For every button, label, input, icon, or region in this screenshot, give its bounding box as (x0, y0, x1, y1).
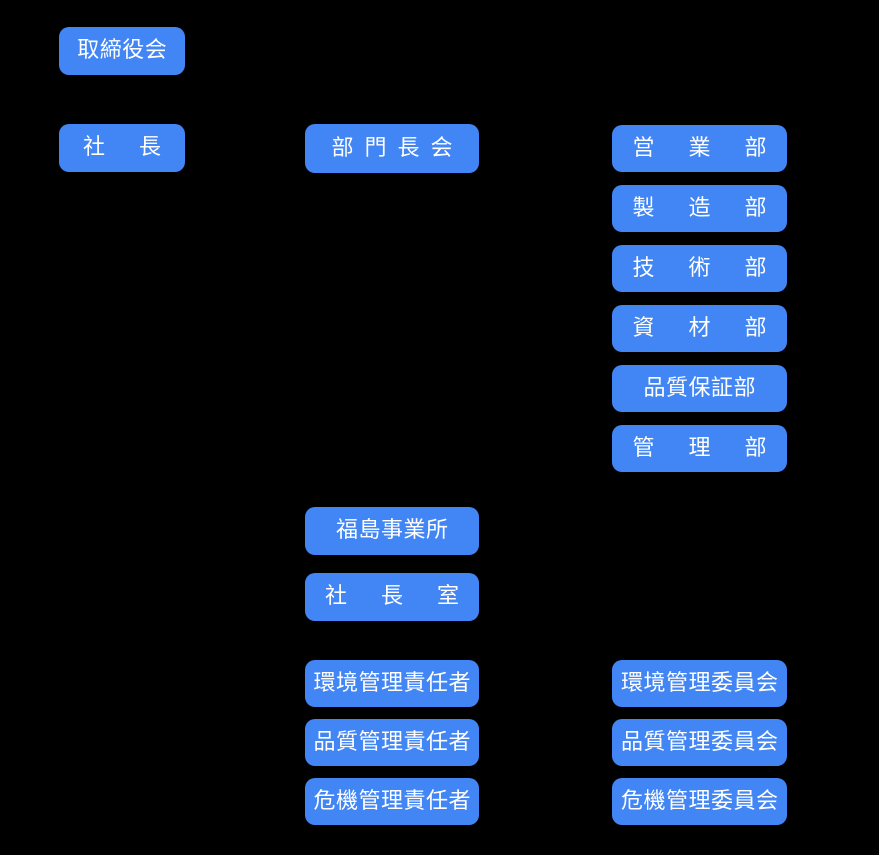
org-node-sales-department[interactable]: 営 業 部 (612, 125, 787, 172)
org-node-label: 管 理 部 (632, 435, 773, 461)
org-node-board-of-directors[interactable]: 取締役会 (59, 27, 185, 75)
org-node-label: 資 材 部 (632, 315, 773, 341)
org-node-quality-management-committee[interactable]: 品質管理委員会 (612, 719, 787, 766)
org-node-fukushima-office[interactable]: 福島事業所 (305, 507, 479, 555)
org-node-label: 品質管理委員会 (620, 729, 779, 755)
org-node-label: 営 業 部 (632, 135, 773, 161)
org-node-manufacturing-department[interactable]: 製 造 部 (612, 185, 787, 232)
org-node-engineering-department[interactable]: 技 術 部 (612, 245, 787, 292)
org-node-label: 環境管理委員会 (620, 670, 779, 696)
org-node-label: 環境管理責任者 (313, 670, 471, 696)
org-node-environmental-management-officer[interactable]: 環境管理責任者 (305, 660, 479, 707)
org-node-risk-management-committee[interactable]: 危機管理委員会 (612, 778, 787, 825)
org-node-label: 部門長会 (331, 135, 464, 161)
org-node-materials-department[interactable]: 資 材 部 (612, 305, 787, 352)
org-node-quality-assurance-department[interactable]: 品質保証部 (612, 365, 787, 412)
org-node-division-heads-meeting[interactable]: 部門長会 (305, 124, 479, 173)
org-node-label: 品質保証部 (643, 375, 756, 401)
org-node-administration-department[interactable]: 管 理 部 (612, 425, 787, 472)
org-node-label: 福島事業所 (335, 518, 449, 543)
org-node-risk-management-officer[interactable]: 危機管理責任者 (305, 778, 479, 825)
org-node-label: 社 長 室 (324, 584, 465, 609)
org-node-label: 取締役会 (77, 38, 168, 63)
org-node-president[interactable]: 社 長 (59, 124, 185, 172)
org-node-label: 品質管理責任者 (313, 729, 471, 755)
org-node-label: 製 造 部 (632, 195, 773, 221)
org-node-quality-management-officer[interactable]: 品質管理責任者 (305, 719, 479, 766)
org-node-environmental-management-committee[interactable]: 環境管理委員会 (612, 660, 787, 707)
org-node-label: 技 術 部 (632, 255, 773, 281)
org-node-label: 危機管理委員会 (620, 788, 779, 814)
org-node-presidents-office[interactable]: 社 長 室 (305, 573, 479, 621)
org-node-label: 社 長 (82, 135, 167, 160)
org-node-label: 危機管理責任者 (313, 788, 471, 814)
